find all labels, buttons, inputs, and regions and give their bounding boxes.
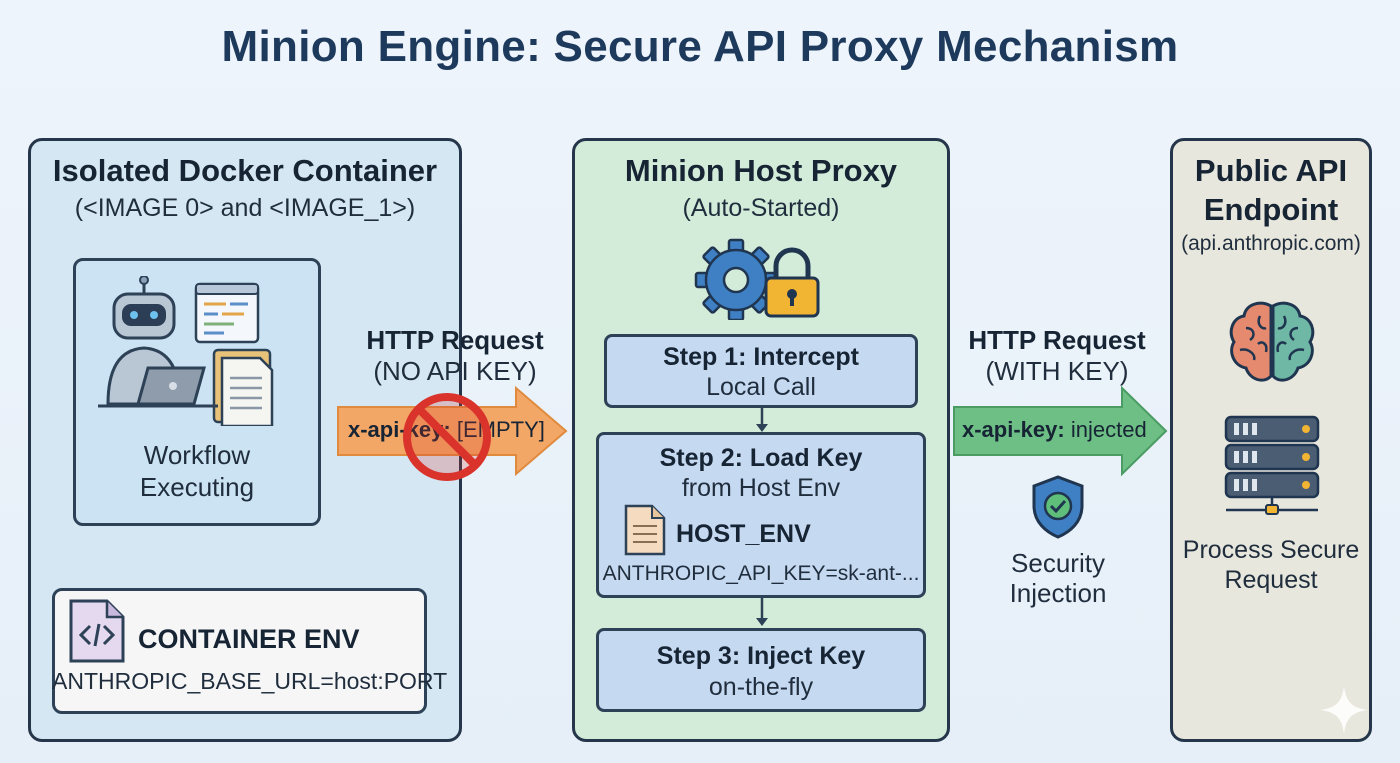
request-no-key-label-line2: (NO API KEY) xyxy=(373,356,537,386)
request-with-key-label-line1: HTTP Request xyxy=(968,325,1146,355)
request-with-key-label-line2: (WITH KEY) xyxy=(985,356,1129,386)
request-with-key-arrow xyxy=(953,385,1168,477)
step1-text: Local Call xyxy=(706,373,816,401)
step2-text: from Host Env xyxy=(681,474,841,502)
docker-container-subtitle: (<IMAGE 0> and <IMAGE_1>) xyxy=(74,194,416,222)
container-env-title: CONTAINER ENV xyxy=(138,624,360,654)
step1-box xyxy=(604,334,918,408)
public-api-title-line1: Public API xyxy=(1194,153,1348,188)
robot-workflow-icon xyxy=(98,276,274,426)
public-api-subtitle: (api.anthropic.com) xyxy=(1181,232,1361,255)
docker-container-title: Isolated Docker Container xyxy=(52,153,438,188)
public-api-title-line2: Endpoint xyxy=(1203,192,1339,227)
sparkle-icon xyxy=(1320,686,1368,734)
step3-box xyxy=(596,628,926,712)
step-connector-arrow-1 xyxy=(756,408,768,432)
security-injection-label-line1: Security xyxy=(1011,548,1105,578)
step-connector-arrow-2 xyxy=(756,598,768,626)
request-no-key-arrow xyxy=(337,385,568,477)
security-injection-label-line2: Injection xyxy=(1009,578,1107,608)
host-proxy-title: Minion Host Proxy xyxy=(624,153,898,188)
request-no-key-header: x-api-key: [EMPTY] xyxy=(348,417,545,443)
host-env-title: HOST_ENV xyxy=(676,520,811,548)
request-with-key-header: x-api-key: injected xyxy=(962,417,1147,443)
header-key-text-injected: x-api-key: xyxy=(962,417,1065,442)
server-rack-icon xyxy=(1224,415,1320,515)
host-proxy-subtitle: (Auto-Started) xyxy=(682,194,840,222)
header-empty-value: [EMPTY] xyxy=(456,417,545,442)
code-file-icon xyxy=(69,599,125,663)
process-secure-label-line1: Process Secure xyxy=(1182,536,1360,564)
brain-icon xyxy=(1229,301,1315,382)
workflow-label-line2: Executing xyxy=(139,472,255,502)
forbidden-icon xyxy=(403,393,491,481)
step2-title: Step 2: Load Key xyxy=(659,444,863,472)
host-env-value: ANTHROPIC_API_KEY=sk-ant-... xyxy=(602,562,920,585)
page-title: Minion Engine: Secure API Proxy Mechanis… xyxy=(221,22,1179,71)
gear-lock-icon xyxy=(694,238,820,320)
step3-title: Step 3: Inject Key xyxy=(656,642,866,670)
shield-check-icon xyxy=(1032,475,1084,539)
container-env-value: ANTHROPIC_BASE_URL=host:PORT xyxy=(52,668,448,694)
step3-text: on-the-fly xyxy=(708,673,814,701)
request-no-key-label-line1: HTTP Request xyxy=(366,325,544,355)
workflow-label-line1: Workflow xyxy=(143,440,251,470)
step1-title: Step 1: Intercept xyxy=(663,343,859,371)
public-api-panel xyxy=(1170,138,1372,742)
header-injected-value: injected xyxy=(1070,417,1147,442)
process-secure-label-line2: Request xyxy=(1224,566,1318,594)
host-env-file-icon xyxy=(624,504,666,556)
